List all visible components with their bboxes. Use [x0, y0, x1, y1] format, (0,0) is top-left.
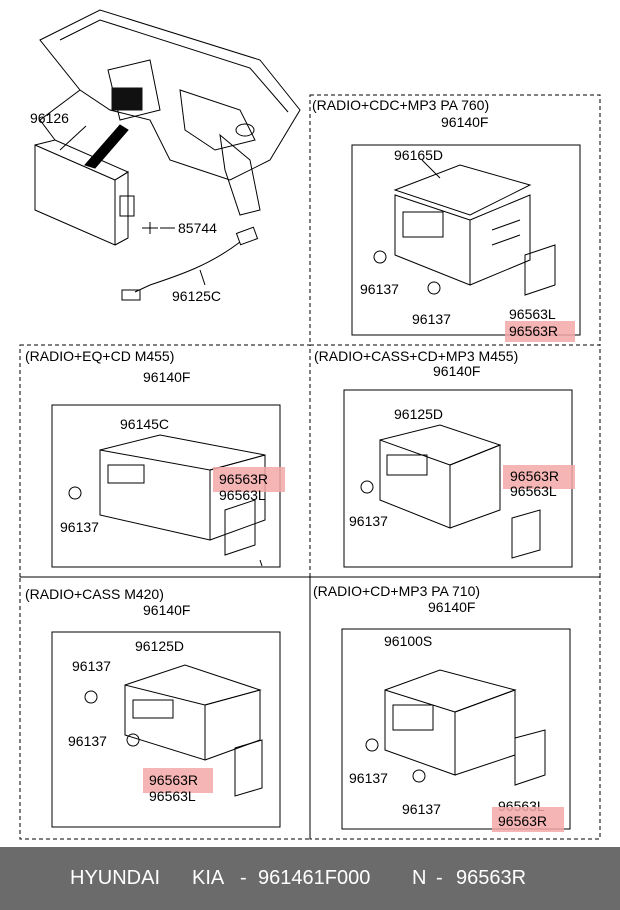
leader-96126 [59, 125, 87, 151]
cable-96125c [121, 226, 259, 301]
panel-4-knob1: 96137 [72, 658, 111, 674]
panel-5-part: 96140F [428, 599, 476, 615]
panel-4-bracket-r: 96563R [149, 772, 199, 788]
footer-brand-kia: KIA [192, 867, 225, 889]
panel-4-bracket-l: 96563L [149, 788, 196, 804]
panel-4-sub: 96125D [135, 638, 185, 654]
panel-1-knob1: 96137 [360, 281, 399, 297]
dashboard-illustration [39, 9, 301, 216]
panel-4-knob2: 96137 [68, 733, 107, 749]
footer-brand-hyundai: HYUNDAI [70, 867, 161, 889]
panel-2-bracket-r: 96563R [219, 471, 269, 487]
panel-5-knob2: 96137 [402, 801, 441, 817]
panel-1-knob2: 96137 [412, 311, 451, 327]
panel-4-title: (RADIO+CASS M420) [25, 586, 164, 602]
pointer-arrow [84, 124, 129, 169]
footer-bar: HYUNDAI KIA - 961461F000 N - 96563R [0, 847, 620, 910]
panel-3-part: 96140F [433, 363, 481, 379]
radio-unit-p1 [373, 159, 556, 296]
panel-3-knob1: 96137 [349, 513, 388, 529]
highlight-box [143, 768, 213, 793]
panel-2-knob1: 96137 [60, 519, 99, 535]
panel-2-sub: 96145C [120, 416, 170, 432]
diagram-drawing [19, 9, 601, 840]
panel-1-title: (RADIO+CDC+MP3 PA 760) [312, 97, 490, 113]
footer-part-number: 961461F000 [258, 867, 371, 889]
panel-5-sub: 96100S [384, 633, 433, 649]
footer-dash: - [240, 867, 247, 889]
footer-dash-2: - [436, 867, 443, 889]
panel-3-bracket-r: 96563R [510, 468, 560, 484]
panel-3-title: (RADIO+CASS+CD+MP3 M455) [314, 348, 519, 364]
label-96126: 96126 [30, 110, 69, 126]
radio-unit-p3 [360, 424, 541, 559]
panel-1-bracket-l: 96563L [509, 306, 556, 322]
highlight-box [213, 467, 285, 492]
panel-4-part: 96140F [143, 602, 191, 618]
highlight-box [505, 321, 575, 342]
panel-inner-boxes [51, 144, 581, 830]
panel-3-sub: 96125D [394, 406, 444, 422]
panel-5-knob1: 96137 [349, 770, 388, 786]
panel-frames [19, 94, 601, 840]
highlight-box [492, 807, 564, 832]
panel-3-bracket-l: 96563L [510, 483, 557, 499]
footer-ref: 96563R [456, 867, 527, 889]
panel-1-part: 96140F [441, 114, 489, 130]
panel-2-part: 96140F [143, 369, 191, 385]
radio-unit-p4 [84, 664, 263, 797]
radio-unit-p2 [68, 434, 266, 567]
panel-1-sub: 96165D [394, 147, 444, 163]
panel-2-title: (RADIO+EQ+CD M455) [25, 348, 175, 364]
panel-2-bracket-l: 96563L [219, 487, 266, 503]
panel-5-bracket-r: 96563R [498, 813, 548, 829]
highlight-box [503, 465, 575, 489]
audio-unit-96126 [34, 139, 135, 246]
panel-5-title: (RADIO+CD+MP3 PA 710) [313, 583, 481, 599]
label-96125c: 96125C [172, 288, 222, 304]
radio-unit-p5 [365, 669, 546, 786]
footer-n: N [412, 867, 427, 889]
screw-85744 [142, 222, 175, 234]
label-85744: 85744 [178, 220, 217, 236]
panel-1-bracket-r: 96563R [509, 323, 559, 339]
